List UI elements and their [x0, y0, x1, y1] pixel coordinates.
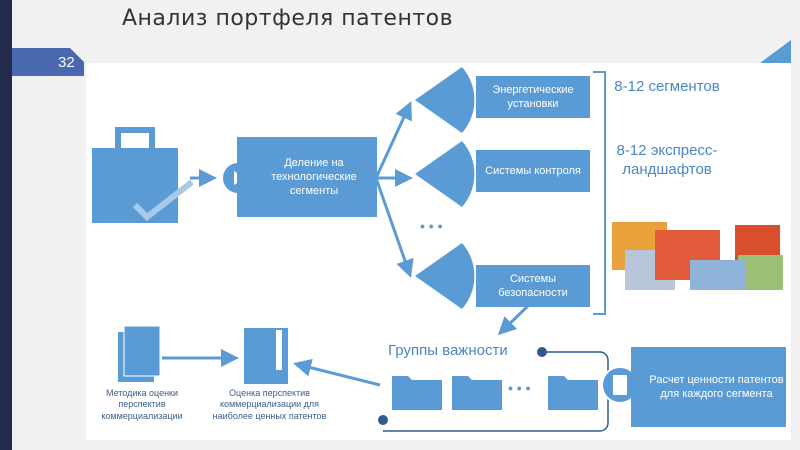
assessment-doc-icon [244, 328, 288, 384]
segmentation-box: Деление на технологические сегменты [237, 137, 377, 217]
slide-number: 32 [58, 54, 75, 71]
folders-ellipsis: • • • [508, 380, 531, 396]
portfolio-bag-icon [92, 127, 194, 223]
landscapes-count: 8-12 экспресс-ландшафтов [616, 142, 718, 178]
folder-icons [392, 376, 598, 410]
method-docs-icon [118, 325, 161, 382]
left-accent-bar [0, 0, 12, 450]
segment-box-control: Системы контроля [476, 150, 590, 192]
method-label: Методика оценки перспектив коммерциализа… [101, 388, 183, 421]
segment-fan-icons [415, 67, 475, 309]
segment-box-energy: Энергетические установки [476, 76, 590, 118]
segments-ellipsis: • • • [420, 218, 443, 234]
segments-count: 8-12 сегментов [614, 78, 720, 95]
importance-groups-label: Группы важности [388, 342, 508, 359]
page-title: Анализ портфеля патентов [122, 6, 454, 31]
value-calc-box: Расчет ценности патентов для каждого сег… [631, 347, 786, 427]
assessment-label: Оценка перспектив коммерциализации для н… [212, 388, 327, 421]
slide-number-tab [12, 48, 84, 76]
segment-box-security: Системы безопасности [476, 265, 590, 307]
landscape-thumbnails [612, 222, 783, 290]
